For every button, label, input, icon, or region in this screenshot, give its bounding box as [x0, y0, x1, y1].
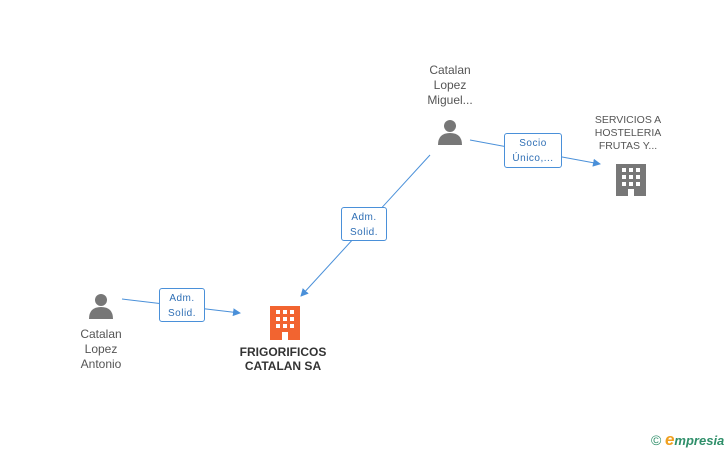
node-label-line: SERVICIOS A — [594, 114, 662, 126]
node-label-servicios[interactable]: SERVICIOS A HOSTELERIA FRUTAS Y... — [580, 114, 676, 153]
node-label-line: Miguel... — [427, 93, 473, 107]
node-label-line: CATALAN SA — [244, 359, 322, 373]
node-label-line: Catalan — [80, 327, 122, 341]
node-label-antonio[interactable]: Catalan Lopez Antonio — [56, 327, 146, 372]
node-label-line: Antonio — [80, 357, 122, 371]
edge-label-adm-solid[interactable]: Adm. Solid. — [159, 288, 205, 322]
node-label-miguel[interactable]: Catalan Lopez Miguel... — [405, 63, 495, 108]
node-label-line: HOSTELERIA — [594, 127, 662, 139]
edge-label-line: Adm. — [169, 293, 195, 304]
node-label-line: Lopez — [84, 342, 118, 356]
building-icon[interactable] — [616, 164, 646, 196]
edge-label-line: Socio — [519, 138, 547, 149]
edge-label-line: Solid. — [167, 308, 196, 319]
edge-label-socio-unico[interactable]: Socio Único,... — [504, 133, 562, 168]
node-label-frigorificos[interactable]: FRIGORIFICOS CATALAN SA — [228, 345, 338, 373]
edge-label-line: Solid. — [349, 227, 378, 238]
edge-label-adm-solid[interactable]: Adm. Solid. — [341, 207, 387, 241]
copyright-icon: © — [651, 432, 662, 448]
logo-text: mpresia — [674, 433, 725, 448]
building-icon[interactable] — [270, 306, 300, 340]
brand-logo: © empresia — [651, 430, 724, 450]
edge-label-line: Adm. — [351, 212, 377, 223]
node-label-line: FRUTAS Y... — [598, 140, 658, 152]
node-label-line: Catalan — [429, 63, 471, 77]
person-icon[interactable] — [89, 294, 113, 319]
person-icon[interactable] — [438, 120, 462, 145]
edge-label-line: Único,... — [512, 153, 554, 164]
logo-initial: e — [664, 430, 675, 449]
node-label-line: FRIGORIFICOS — [239, 345, 327, 359]
node-label-line: Lopez — [433, 78, 467, 92]
